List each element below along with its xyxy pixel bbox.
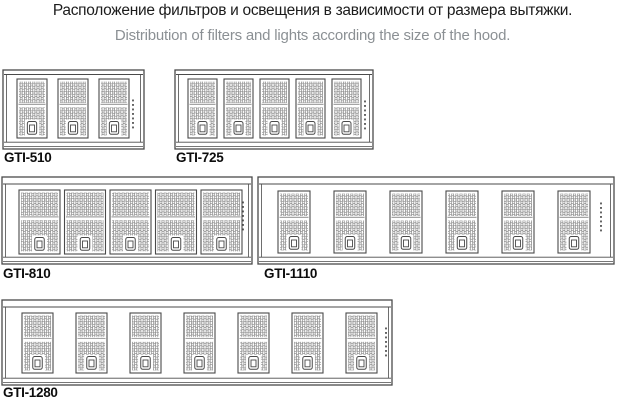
grease-filter-icon <box>445 190 479 254</box>
grease-filter-icon <box>345 312 378 374</box>
grease-filter-icon <box>237 312 270 374</box>
grease-filter-icon <box>98 78 130 139</box>
model-label-gti-810: GTI-810 <box>3 266 51 281</box>
page-title: Расположение фильтров и освещения в зави… <box>52 2 573 19</box>
grease-filter-icon <box>16 78 48 139</box>
grease-filter-icon <box>187 78 218 139</box>
filter-handle-icon <box>32 356 43 370</box>
grease-filter-icon <box>18 189 61 255</box>
filter-handle-icon <box>26 121 38 135</box>
filter-handle-icon <box>170 237 182 251</box>
model-label-gti-1110: GTI-1110 <box>264 266 318 281</box>
filter-handle-icon <box>400 236 412 250</box>
hood-diagram-gti-725 <box>174 69 374 150</box>
grease-filter-icon <box>295 78 326 139</box>
filter-handle-icon <box>302 356 313 370</box>
grease-filter-icon <box>291 312 324 374</box>
filter-handle-icon <box>568 236 580 250</box>
grease-filter-icon <box>21 312 54 374</box>
grease-filter-icon <box>331 78 362 139</box>
filter-handle-icon <box>216 237 227 251</box>
filter-handle-icon <box>456 236 468 250</box>
grease-filter-icon <box>223 78 254 139</box>
grease-filter-icon <box>333 190 367 254</box>
grease-filter-icon <box>63 189 107 255</box>
filter-handle-icon <box>288 236 300 250</box>
hood-diagram-gti-1280 <box>1 299 393 386</box>
filter-handle-icon <box>108 121 120 135</box>
grease-filter-icon <box>75 312 108 374</box>
model-label-gti-725: GTI-725 <box>176 150 224 165</box>
filter-handle-icon <box>194 356 205 370</box>
grease-filter-icon <box>277 190 311 254</box>
filter-handle-icon <box>233 121 244 135</box>
filter-handle-icon <box>341 121 352 135</box>
filter-handle-icon <box>125 237 136 251</box>
filter-handle-icon <box>305 121 316 135</box>
filter-handle-icon <box>34 237 45 251</box>
filter-handle-icon <box>67 121 79 135</box>
grease-filter-icon <box>57 78 89 139</box>
filter-handle-icon <box>197 121 208 135</box>
grease-filter-icon <box>259 78 290 139</box>
hood-diagram-gti-810 <box>1 176 253 265</box>
hood-diagram-gti-1110 <box>257 176 615 265</box>
hood-diagram-gti-510 <box>2 69 145 150</box>
model-label-gti-1280: GTI-1280 <box>3 385 58 400</box>
grease-filter-icon <box>109 189 152 255</box>
page-subtitle: Distribution of filters and lights accor… <box>114 27 511 44</box>
filter-handle-icon <box>356 356 367 370</box>
filter-handle-icon <box>344 236 356 250</box>
filter-handle-icon <box>512 236 524 250</box>
grease-filter-icon <box>200 189 243 255</box>
filter-handle-icon <box>140 356 151 370</box>
model-label-gti-510: GTI-510 <box>4 150 52 165</box>
grease-filter-icon <box>557 190 591 254</box>
filter-handle-icon <box>79 237 91 251</box>
grease-filter-icon <box>129 312 162 374</box>
filter-handle-icon <box>269 121 280 135</box>
grease-filter-icon <box>183 312 216 374</box>
hood-body-outline <box>257 176 615 265</box>
grease-filter-icon <box>154 189 198 255</box>
grease-filter-icon <box>389 190 423 254</box>
filter-handle-icon <box>86 356 97 370</box>
filter-handle-icon <box>248 356 259 370</box>
grease-filter-icon <box>501 190 535 254</box>
